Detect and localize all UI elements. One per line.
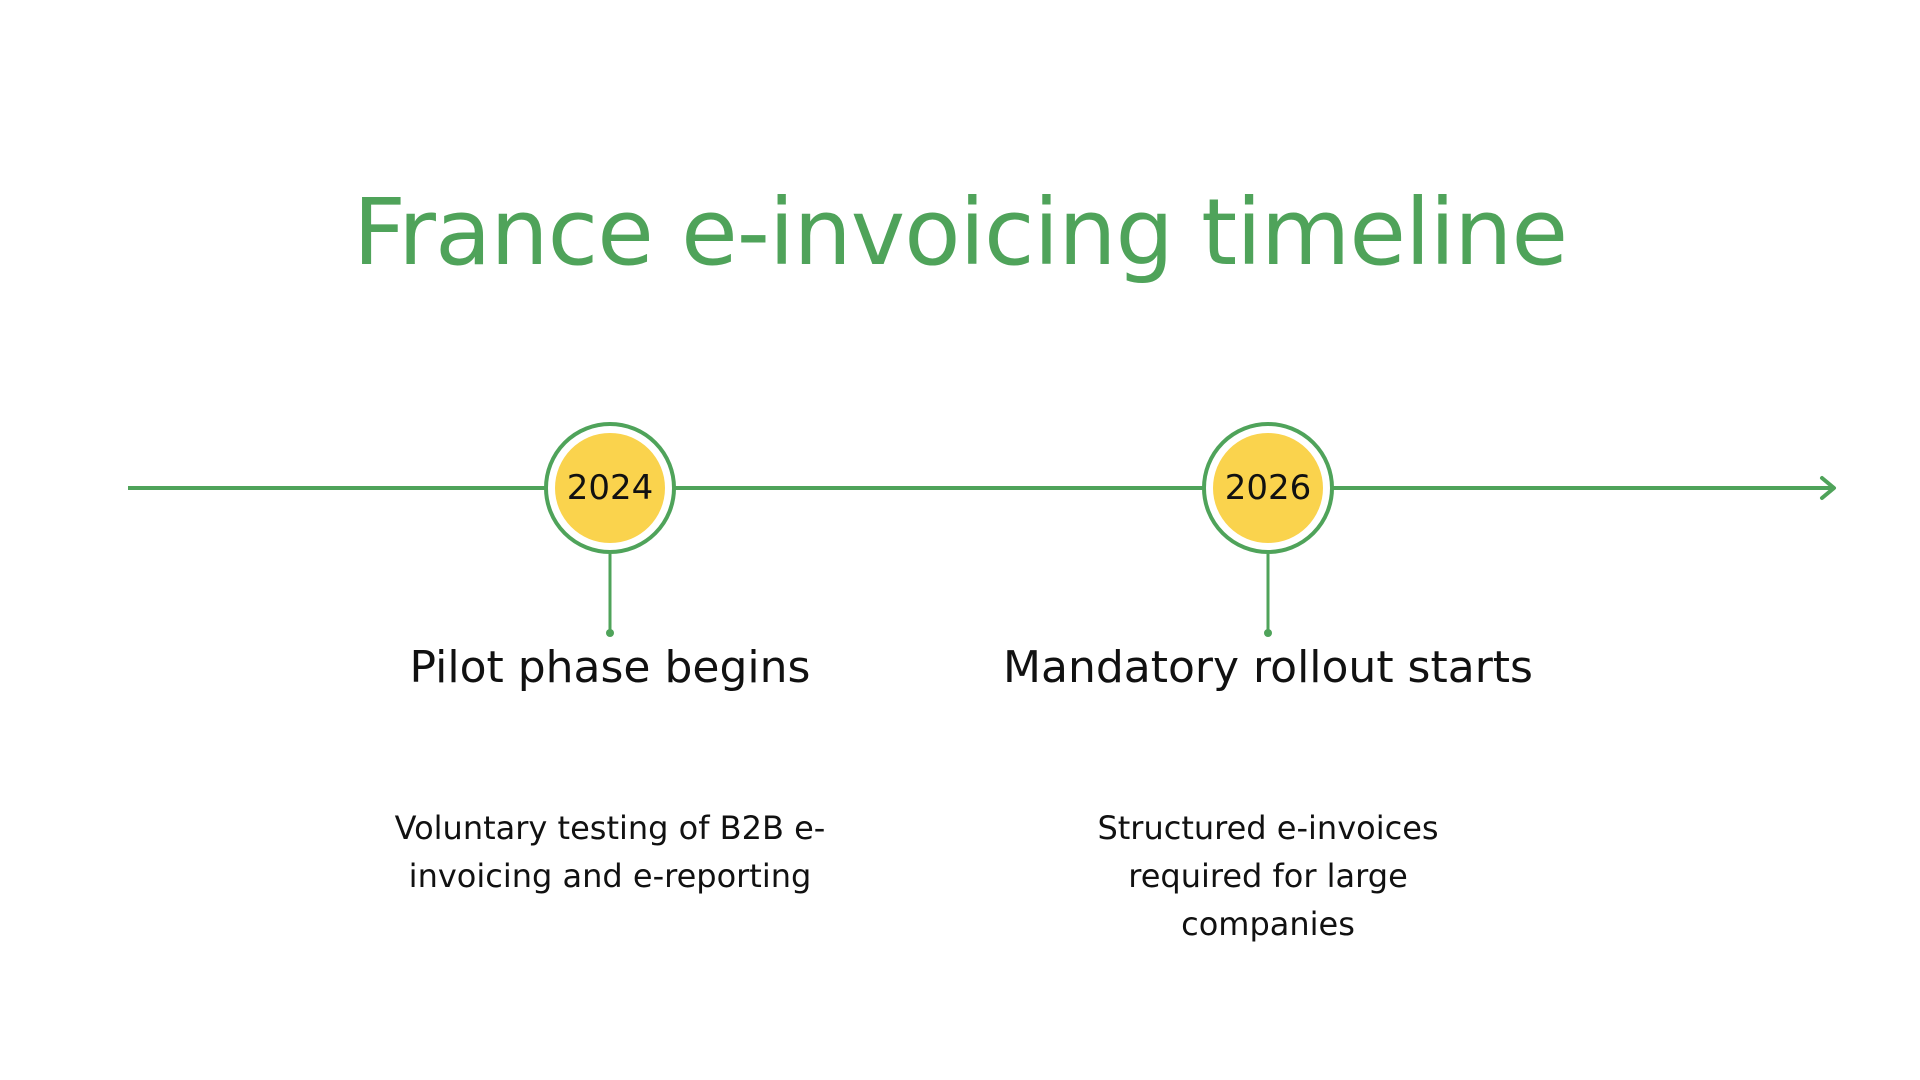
year-label: 2026 <box>1224 468 1312 508</box>
marker-dot <box>555 433 665 543</box>
marker-dot <box>1213 433 1323 543</box>
event-description: Structured e-invoices required for large… <box>1097 809 1439 943</box>
event-description: Voluntary testing of B2B e-invoicing and… <box>394 809 826 895</box>
event-title: Pilot phase begins <box>409 642 811 693</box>
timeline-marker-2024 <box>544 422 676 637</box>
timeline-marker-2026 <box>1202 422 1334 637</box>
event-title: Mandatory rollout starts <box>1003 642 1533 693</box>
connector-tip-dot <box>606 629 614 637</box>
timeline-arrow-head <box>1820 476 1836 500</box>
timeline-markers <box>544 422 1334 637</box>
year-label: 2024 <box>566 468 654 508</box>
connector-tip-dot <box>1264 629 1272 637</box>
page-title: France e-invoicing timeline <box>352 179 1568 286</box>
